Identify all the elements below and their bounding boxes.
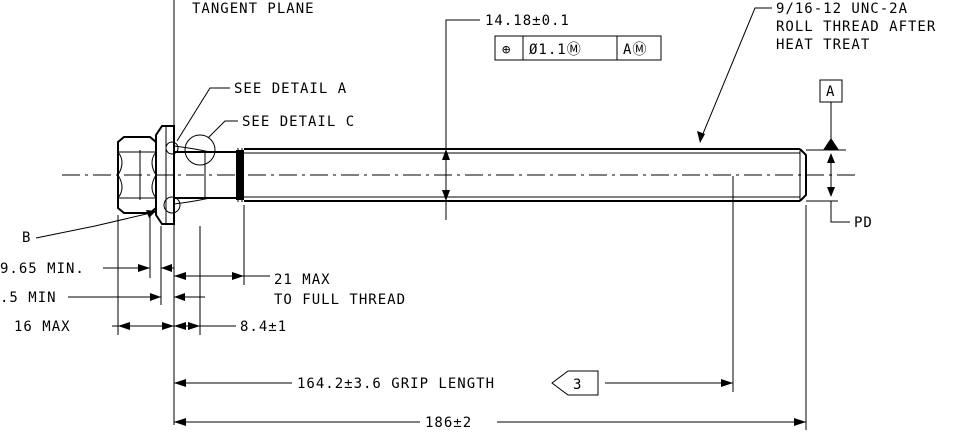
datum-b-callout: B [22, 210, 156, 246]
left-dimensions: 9.65 MIN. .5 MIN 21 MAX TO FULL THREAD 1… [0, 205, 406, 335]
see-detail-c-label: SEE DETAIL C [242, 114, 355, 130]
dim-9-65-label: 9.65 MIN. [0, 261, 85, 277]
dim-8-4-label: 8.4±1 [240, 319, 287, 335]
datum-b-label: B [22, 230, 31, 246]
bolt-outline [62, 0, 855, 425]
dim-0-5-label: .5 MIN [0, 290, 57, 306]
dim-21-note: TO FULL THREAD [274, 292, 406, 308]
detail-a-callout: SEE DETAIL A [176, 81, 347, 142]
pd-callout: PD [806, 153, 873, 231]
thread-note-line2: ROLL THREAD AFTER [776, 19, 936, 35]
overall-length-label: 186±2 [425, 415, 472, 431]
datum-a-label: A [826, 84, 835, 100]
overall-length-dimension: 186±2 [174, 205, 807, 431]
grip-length-dimension: 164.2±3.6 GRIP LENGTH 3 [174, 176, 734, 396]
thread-callout: 9/16-12 UNC-2A ROLL THREAD AFTER HEAT TR… [697, 1, 936, 143]
diameter-dimension: 14.18±0.1 [442, 13, 570, 220]
datum-a-feature: A [806, 79, 846, 151]
tangent-plane-label: TANGENT PLANE [192, 1, 315, 17]
datum-reference: AⓂ [623, 42, 647, 58]
detail-c-callout: SEE DETAIL C [207, 114, 355, 139]
thread-note-line3: HEAT TREAT [776, 37, 870, 53]
thread-spec: 9/16-12 UNC-2A [776, 1, 908, 17]
position-symbol: ⊕ [502, 42, 511, 58]
diameter-value: 14.18±0.1 [485, 13, 570, 29]
position-tolerance: Ø1.1Ⓜ [529, 42, 582, 58]
dim-21-label: 21 MAX [274, 272, 331, 288]
tangent-plane-callout: TANGENT PLANE [192, 1, 315, 17]
pd-label: PD [854, 215, 873, 231]
dim-16-label: 16 MAX [14, 319, 71, 335]
see-detail-a-label: SEE DETAIL A [234, 81, 347, 97]
grip-length-label: 164.2±3.6 GRIP LENGTH [297, 376, 495, 392]
feature-control-frame: ⊕ Ø1.1Ⓜ AⓂ [494, 35, 662, 61]
note-flag-number: 3 [573, 377, 582, 393]
